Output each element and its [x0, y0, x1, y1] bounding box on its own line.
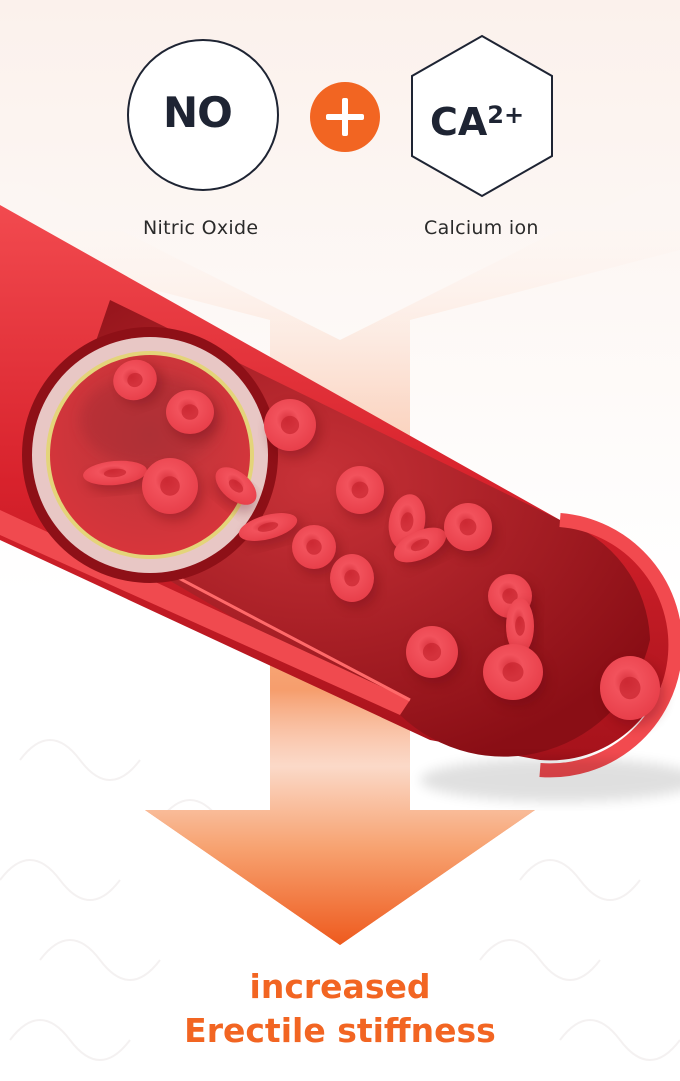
no-label: Nitric Oxide [143, 217, 259, 239]
blood-cell [406, 626, 462, 684]
ca-charge: 2+ [487, 101, 525, 129]
blood-cell [238, 513, 303, 546]
blood-cell [393, 527, 453, 567]
ca-symbol: CA [430, 100, 488, 144]
ca-hexagon [411, 34, 553, 198]
blood-cell [483, 644, 547, 706]
ca-symbol-group: CA2+ [430, 92, 524, 145]
blood-cell [600, 656, 664, 726]
plus-icon [310, 82, 380, 152]
ca-label: Calcium ion [424, 217, 539, 239]
blood-cell [166, 390, 218, 440]
blood-cell [444, 503, 496, 557]
blood-cell [336, 466, 388, 520]
no-symbol: NO [163, 88, 233, 137]
result-line-1: increased [249, 967, 431, 1006]
blood-cell [264, 399, 320, 457]
blood-cell [330, 554, 378, 608]
blood-cell [292, 525, 340, 575]
blood-cell [83, 460, 152, 491]
blood-cell [113, 359, 163, 405]
result-line-2: Erectile stiffness [184, 1011, 496, 1050]
no-circle [127, 39, 279, 191]
blood-cell [142, 458, 202, 520]
blood-cell [214, 467, 257, 512]
arrow-head [145, 690, 535, 945]
red-blood-cells [83, 359, 664, 726]
